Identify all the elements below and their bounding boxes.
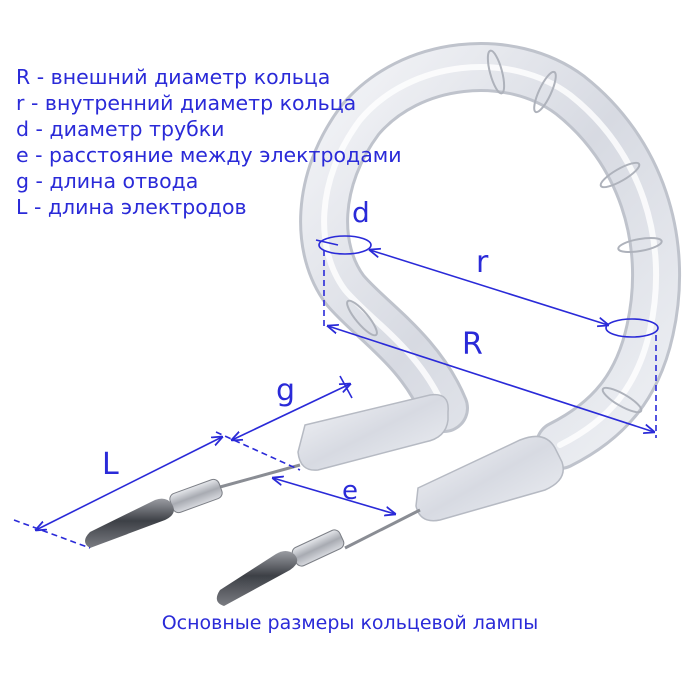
r-dimension-line <box>370 250 608 325</box>
e-dimension-line <box>273 478 395 514</box>
R-dimension-line <box>328 326 654 432</box>
L-dimension-line <box>36 437 222 530</box>
d-section-mark <box>318 235 372 255</box>
legend-item-L: L - длина электродов <box>16 195 247 219</box>
label-e: e <box>342 476 358 506</box>
label-g: g <box>276 373 296 408</box>
upper-pin-contact <box>85 478 223 548</box>
legend-item-e: e - расстояние между электродами <box>16 143 402 167</box>
label-R: R <box>462 327 483 362</box>
label-L: L <box>102 447 119 482</box>
legend: R - внешний диаметр кольца r - внутренни… <box>16 64 402 220</box>
label-d: d <box>352 196 370 229</box>
diagram-caption: Основные размеры кольцевой лампы <box>161 612 539 634</box>
legend-item-r: r - внутренний диаметр кольца <box>16 91 357 115</box>
legend-item-R: R - внешний диаметр кольца <box>16 65 331 89</box>
g-dimension-line <box>232 384 350 440</box>
lower-pin-contact <box>216 529 345 606</box>
label-r: r <box>476 245 489 280</box>
legend-item-g: g - длина отвода <box>16 169 199 193</box>
dimension-lines <box>13 235 659 549</box>
lower-electrode <box>216 435 564 606</box>
legend-item-d: d - диаметр трубки <box>16 117 225 141</box>
